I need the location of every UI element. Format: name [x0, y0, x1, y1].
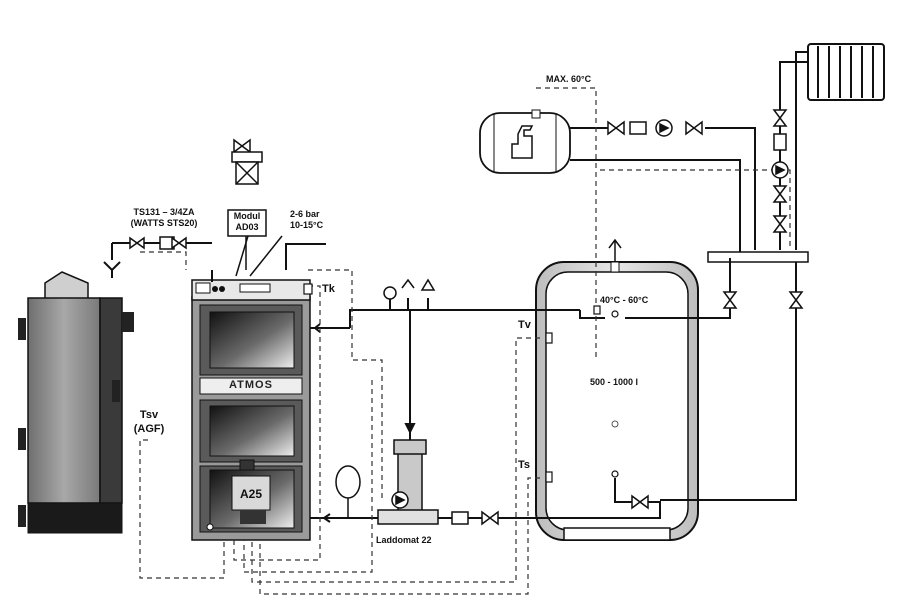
valve-ts131-label: TS131 – 3/4ZA (WATTS STS20) [118, 208, 210, 228]
tank-temp-label: 40°C - 60°C [600, 295, 649, 305]
signal-lines [139, 87, 791, 595]
tank-vent-icon [608, 238, 622, 262]
boiler-model-label: A25 [239, 487, 262, 501]
radiator [807, 43, 885, 101]
expansion-vessel [335, 465, 361, 518]
valve-ts131-line1: TS131 – 3/4ZA [133, 207, 195, 217]
valves [129, 109, 804, 526]
modul-line2: AD03 [235, 222, 259, 232]
tv-label: Tv [518, 319, 531, 331]
tsv-line2: (AGF) [133, 423, 165, 435]
hydraulic-separator [707, 251, 809, 263]
tsv-label: Tsv (AGF) [128, 410, 170, 435]
buffer-tank [535, 261, 699, 541]
pressure-label: 2-6 bar 10-15°C [290, 210, 323, 230]
modul-line1: Modul [233, 211, 261, 221]
pressure-line2: 10-15°C [290, 220, 324, 230]
max-temp-label: MAX. 60°C [546, 74, 592, 84]
modul-ad03-label: Modul AD03 [230, 212, 264, 232]
tank-volume-label: 500 - 1000 l [590, 377, 639, 387]
boiler-side-view [18, 271, 134, 534]
valve-ts131-line2: (WATTS STS20) [130, 218, 198, 228]
tk-label: Tk [322, 283, 335, 295]
sensors [303, 283, 619, 483]
ts-label: Ts [518, 459, 531, 471]
safety-group [383, 278, 436, 300]
tsv-line1: Tsv [139, 409, 159, 421]
hot-water-cylinder [479, 109, 571, 174]
laddomat-label: Laddomat 22 [376, 535, 432, 545]
modul-ad03-actuator [227, 138, 283, 277]
pressure-line1: 2-6 bar [290, 209, 320, 219]
boiler-brand-label: ATMOS [229, 379, 273, 391]
pumps [655, 119, 789, 179]
laddomat-unit [377, 439, 439, 525]
boiler-front-view [191, 279, 311, 541]
